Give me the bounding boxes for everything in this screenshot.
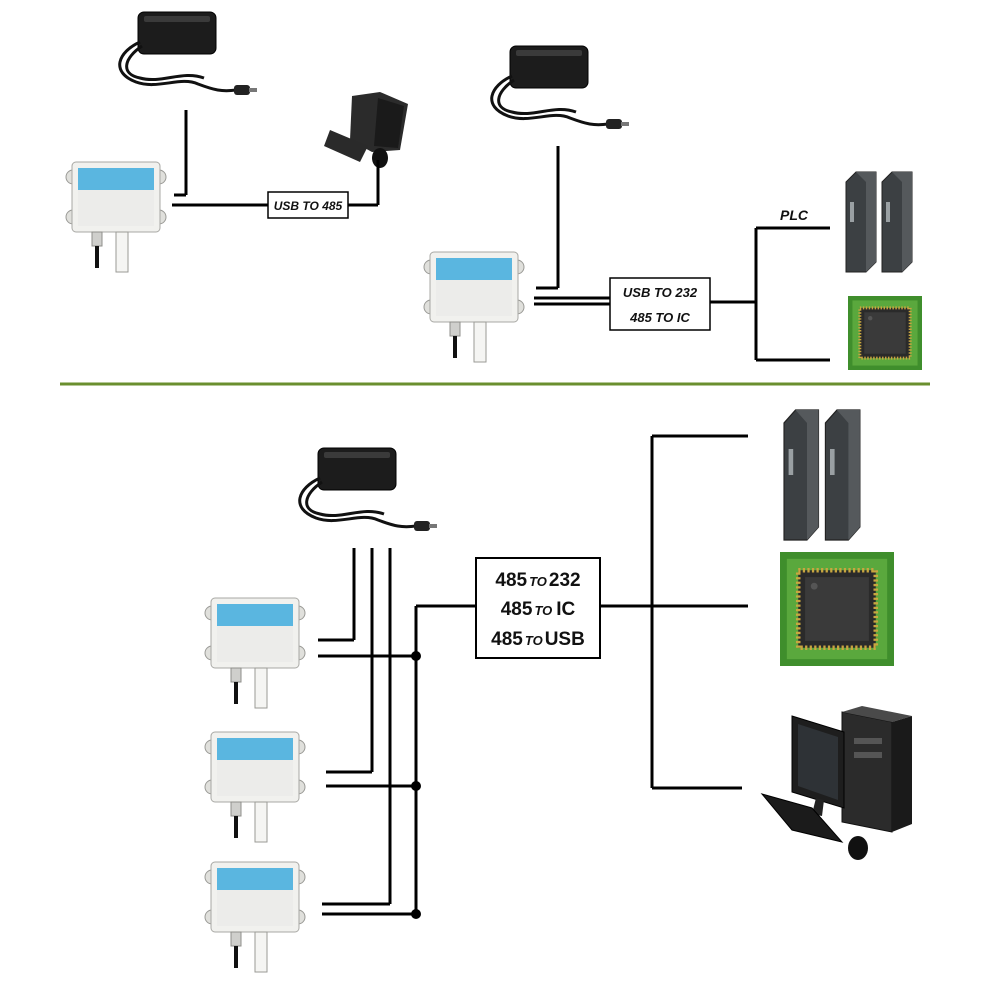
power-adapter-icon — [490, 44, 631, 131]
microchip-icon — [780, 552, 894, 666]
top-left-section: USB TO 485 — [65, 10, 408, 273]
converter-box — [609, 277, 711, 331]
junction-dots — [411, 651, 421, 919]
power-adapter-icon — [118, 10, 259, 97]
converter-label-line1: USB TO 232 — [623, 285, 698, 300]
connection-lines — [172, 110, 380, 207]
desktop-computer-icon — [761, 705, 913, 861]
connection-lines — [534, 146, 830, 362]
converter-box — [267, 191, 349, 219]
converter-label-line2: 485 TO IC — [629, 310, 690, 325]
sensor-transmitter-icon — [204, 731, 306, 843]
plc-icon — [783, 409, 861, 541]
workstation-icon — [324, 92, 408, 168]
top-right-section: USB TO 232 485 TO IC PLC — [423, 44, 924, 372]
sensor-transmitter-icon — [65, 161, 167, 273]
converter-label: USB TO 485 — [274, 199, 343, 213]
connection-lines — [318, 434, 748, 916]
microchip-icon — [846, 294, 924, 372]
converter-box — [475, 557, 601, 659]
sensor-transmitter-icon — [204, 597, 306, 709]
sensor-transmitter-icon — [423, 251, 525, 363]
power-adapter-icon — [298, 446, 439, 533]
sensor-transmitter-icon — [204, 861, 306, 973]
plc-label: PLC — [780, 207, 809, 223]
plc-icon — [845, 171, 913, 273]
